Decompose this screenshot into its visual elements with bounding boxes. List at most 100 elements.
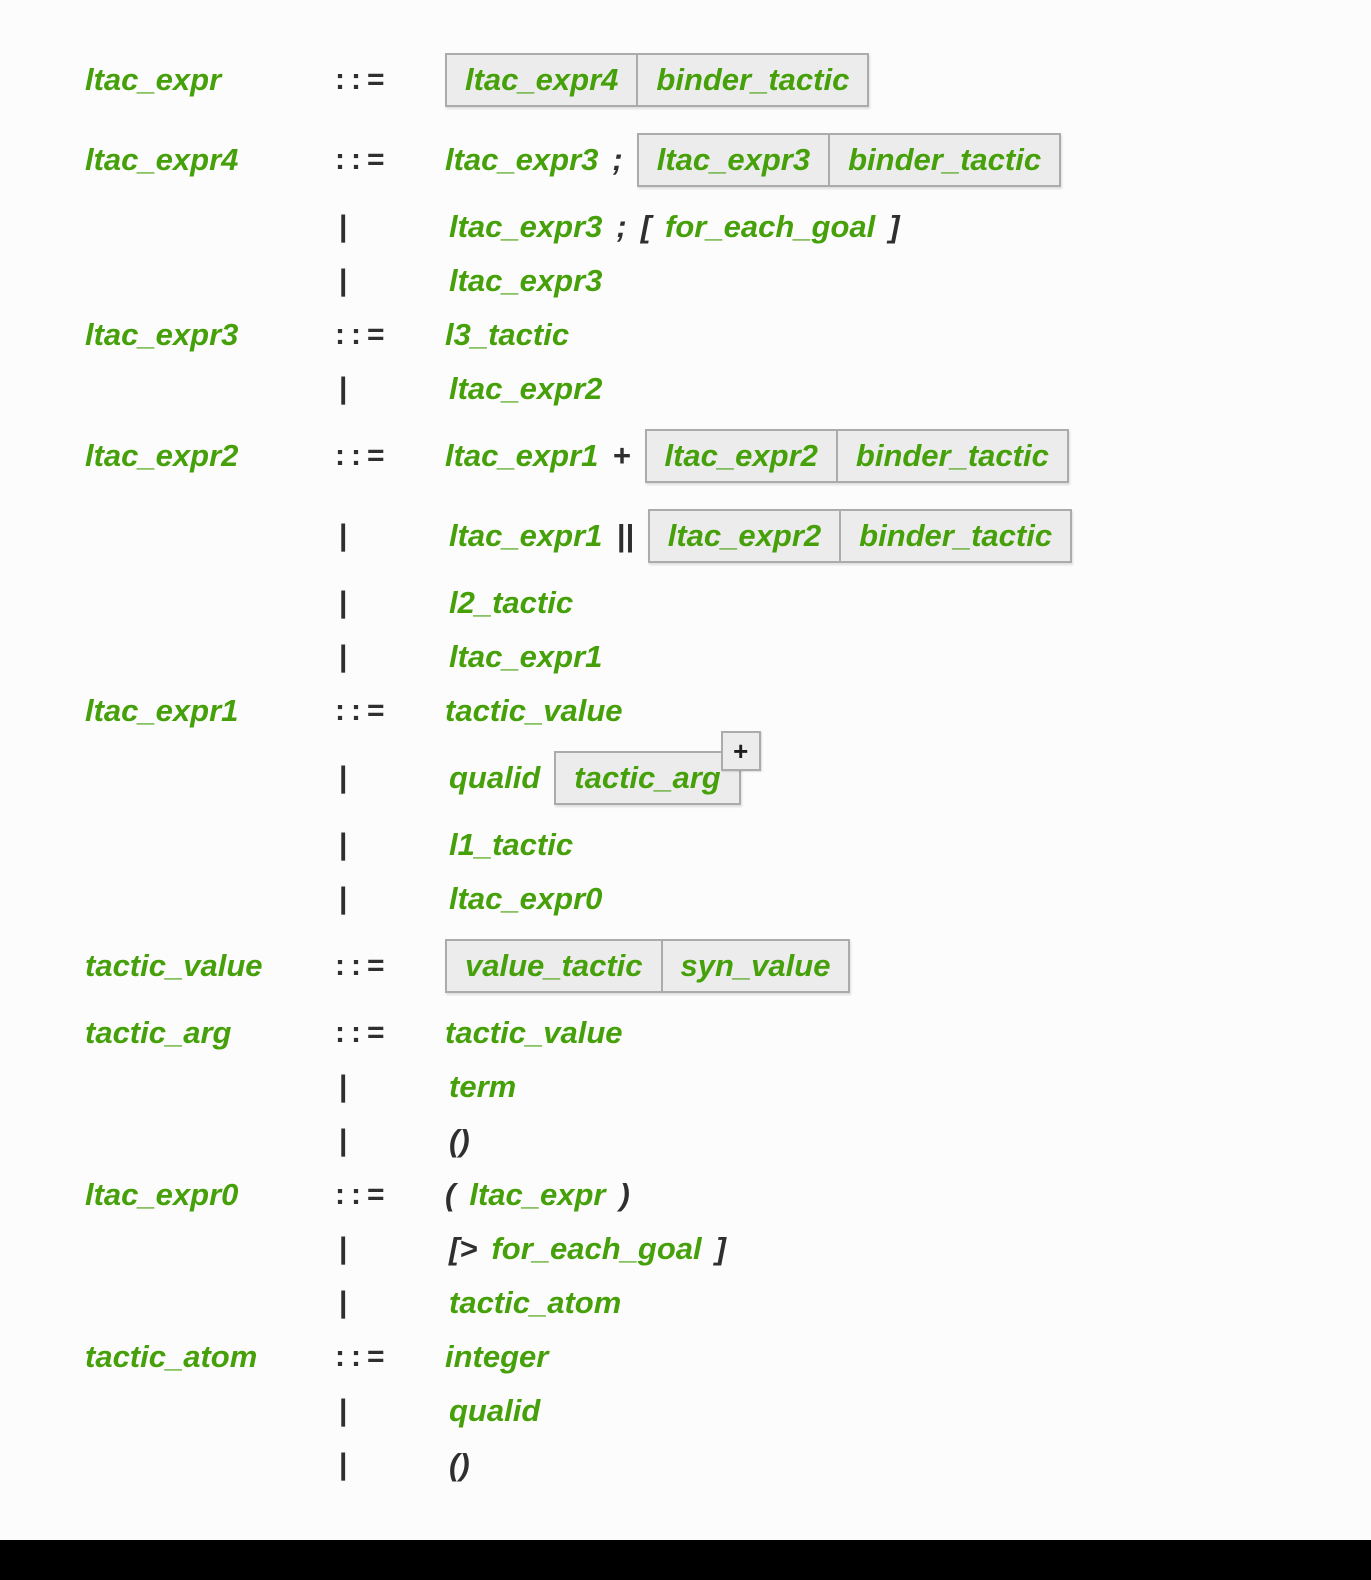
- nonterminal-link[interactable]: l1_tactic: [449, 827, 574, 862]
- production-definition: qualid tactic_arg+: [449, 731, 761, 805]
- production-name: ltac_expr: [85, 62, 222, 97]
- nonterminal-link[interactable]: ltac_expr2: [664, 438, 818, 473]
- nonterminal-link[interactable]: ltac_expr: [469, 1177, 606, 1212]
- nonterminal-link[interactable]: integer: [445, 1339, 549, 1374]
- nonterminal-link[interactable]: binder_tactic: [859, 518, 1053, 553]
- production-definition: l3_tactic: [445, 317, 569, 353]
- grammar-row: | l1_tactic: [0, 818, 1371, 872]
- nonterminal-link[interactable]: ltac_expr3: [445, 142, 599, 177]
- choice-box-cell: binder_tactic: [828, 135, 1059, 185]
- production-definition: tactic_value: [445, 1015, 623, 1051]
- nonterminal-link[interactable]: ltac_expr3: [656, 142, 811, 177]
- grammar-row: tactic_arg::=tactic_value: [0, 1006, 1371, 1060]
- production-operator: ::=: [335, 1016, 391, 1049]
- nonterminal-link[interactable]: binder_tactic: [848, 142, 1042, 177]
- grammar-row: tactic_atom::= integer: [0, 1330, 1371, 1384]
- production-definition: ltac_expr3: [449, 263, 602, 299]
- grammar-row: |l2_tactic: [0, 576, 1371, 630]
- punctuation: (: [445, 1177, 456, 1212]
- nonterminal-link[interactable]: term: [449, 1069, 517, 1104]
- punctuation: [: [640, 209, 652, 244]
- production-operator: ::=: [335, 63, 391, 96]
- production-operator: |: [339, 640, 348, 673]
- nonterminal-link[interactable]: tactic_value: [445, 1015, 623, 1050]
- grammar-row: |(): [0, 1114, 1371, 1168]
- production-operator: ::=: [335, 1340, 391, 1373]
- choice-box-cell: tactic_arg: [556, 753, 738, 803]
- production-definition: l2_tactic: [449, 585, 573, 621]
- nonterminal-link[interactable]: syn_value: [680, 948, 831, 983]
- choice-box: value_tactic syn_value: [445, 939, 851, 993]
- punctuation: ;: [612, 142, 623, 177]
- choice-box: ltac_expr3 binder_tactic: [636, 133, 1062, 187]
- grammar-row: |qualid: [0, 1384, 1371, 1438]
- production-name: tactic_atom: [85, 1339, 258, 1374]
- nonterminal-link[interactable]: binder_tactic: [656, 62, 850, 97]
- production-definition: ltac_expr0: [449, 881, 602, 917]
- production-definition: value_tactic syn_value: [445, 939, 851, 993]
- nonterminal-link[interactable]: for_each_goal: [665, 209, 876, 244]
- nonterminal-link[interactable]: ltac_expr2: [667, 518, 822, 553]
- nonterminal-link[interactable]: l3_tactic: [445, 317, 570, 352]
- nonterminal-link[interactable]: ltac_expr0: [449, 881, 603, 916]
- production-operator: ::=: [335, 143, 391, 176]
- nonterminal-link[interactable]: tactic_atom: [449, 1285, 622, 1320]
- grammar-row: ltac_expr0::=(ltac_expr): [0, 1168, 1371, 1222]
- nonterminal-link[interactable]: ltac_expr3: [449, 209, 603, 244]
- production-operator: |: [339, 828, 348, 861]
- nonterminal-link[interactable]: value_tactic: [465, 948, 643, 983]
- choice-box-cell: binder_tactic: [636, 55, 867, 105]
- nonterminal-link[interactable]: for_each_goal: [491, 1231, 702, 1266]
- grammar-row: ltac_expr::= ltac_expr4 binder_tactic: [0, 40, 1371, 120]
- grammar-row: ltac_expr3::=l3_tactic: [0, 308, 1371, 362]
- nonterminal-link[interactable]: ltac_expr1: [445, 438, 599, 473]
- nonterminal-link[interactable]: l2_tactic: [449, 585, 574, 620]
- choice-box: ltac_expr2 binder_tactic: [647, 509, 1073, 563]
- nonterminal-link[interactable]: binder_tactic: [855, 438, 1049, 473]
- nonterminal-link[interactable]: tactic_value: [445, 693, 623, 728]
- punctuation: (): [449, 1123, 470, 1158]
- nonterminal-link[interactable]: qualid: [449, 1393, 541, 1428]
- choice-box-cell: value_tactic: [447, 941, 661, 991]
- production-operator: |: [339, 372, 348, 405]
- punctuation: +: [612, 438, 631, 473]
- choice-box-cell: ltac_expr4: [447, 55, 636, 105]
- production-definition: (): [449, 1123, 470, 1159]
- production-name: ltac_expr2: [85, 438, 239, 473]
- nonterminal-link[interactable]: ltac_expr1: [449, 518, 603, 553]
- choice-box-cell: binder_tactic: [835, 431, 1067, 481]
- nonterminal-link[interactable]: ltac_expr4: [465, 62, 619, 97]
- punctuation: [>: [449, 1231, 478, 1266]
- nonterminal-link[interactable]: qualid: [449, 760, 541, 795]
- production-definition: (): [449, 1447, 470, 1483]
- production-operator: ::=: [335, 1178, 391, 1211]
- production-name: ltac_expr1: [85, 693, 239, 728]
- grammar-row: | (): [0, 1438, 1371, 1492]
- production-operator: |: [339, 1448, 348, 1481]
- grammar-row: | ltac_expr1: [0, 630, 1371, 684]
- production-operator: |: [339, 519, 348, 552]
- bottom-bar: [0, 1540, 1371, 1580]
- nonterminal-link[interactable]: ltac_expr1: [449, 639, 603, 674]
- choice-box: ltac_expr2 binder_tactic: [644, 429, 1069, 483]
- nonterminal-link[interactable]: ltac_expr3: [449, 263, 603, 298]
- production-operator: ::=: [335, 694, 391, 727]
- production-operator: |: [339, 1232, 348, 1265]
- nonterminal-link[interactable]: tactic_arg: [574, 760, 721, 795]
- punctuation: ||: [616, 518, 634, 553]
- production-definition: (ltac_expr): [445, 1177, 630, 1213]
- production-operator: |: [339, 1286, 348, 1319]
- punctuation: ;: [616, 209, 627, 244]
- grammar-row: |ltac_expr0: [0, 872, 1371, 926]
- choice-box: tactic_arg+: [554, 731, 761, 805]
- nonterminal-link[interactable]: ltac_expr2: [449, 371, 603, 406]
- punctuation: ]: [715, 1231, 726, 1266]
- grammar-row: |ltac_expr3;[for_each_goal]: [0, 200, 1371, 254]
- choice-box-cell: syn_value: [660, 941, 849, 991]
- production-definition: ltac_expr1 + ltac_expr2 binder_tactic: [445, 429, 1069, 483]
- production-definition: ltac_expr3; ltac_expr3 binder_tactic: [445, 133, 1062, 187]
